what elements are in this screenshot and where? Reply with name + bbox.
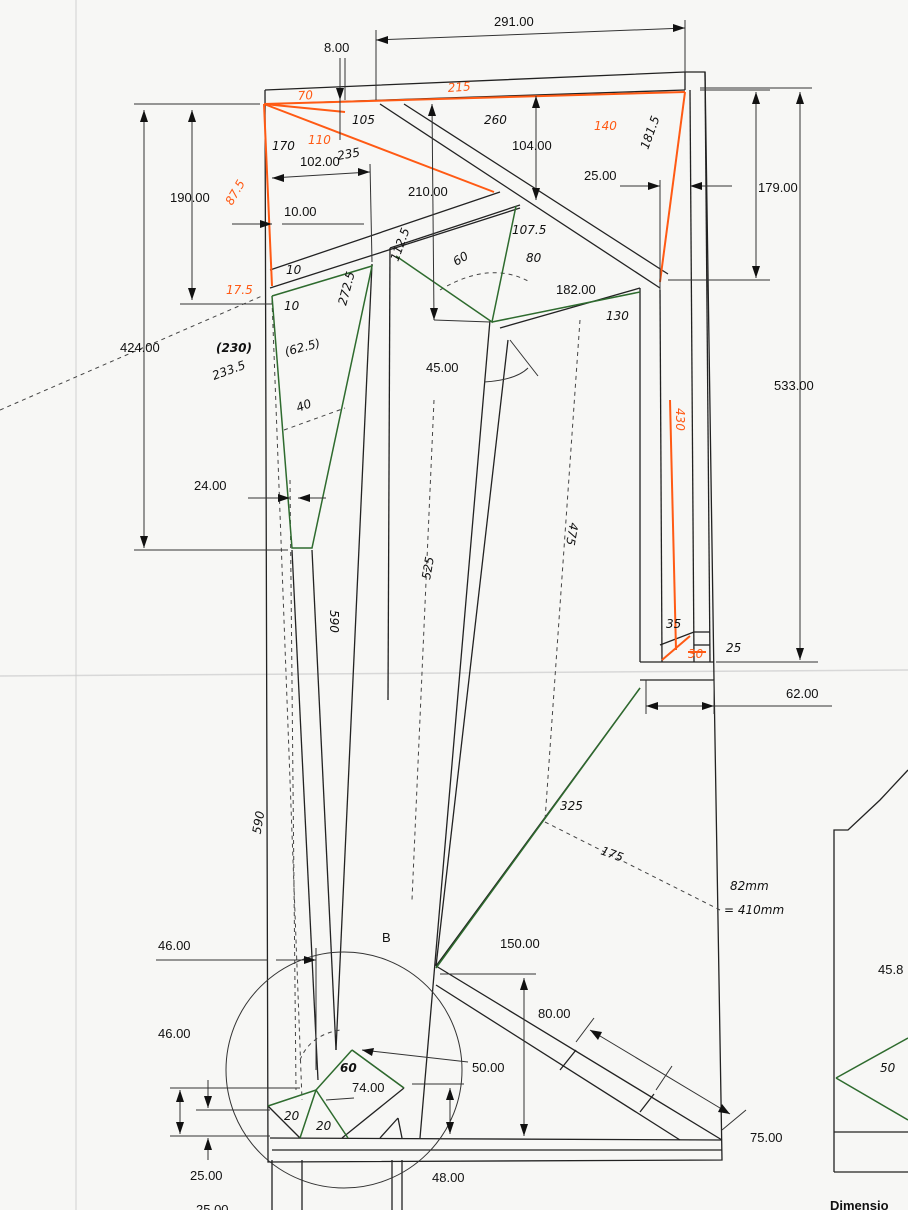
orange-annotations: [263, 91, 706, 661]
hand-325: 325: [560, 799, 583, 813]
dim-diag-span: 80.00: [538, 1006, 571, 1021]
hand-20-a: 20: [284, 1109, 300, 1123]
dim-b-left-height: 46.00: [158, 1026, 191, 1041]
hand-235: 235: [336, 145, 361, 163]
dim-b-inner: 50.00: [472, 1060, 505, 1075]
hand-60: 60: [451, 249, 472, 269]
hand-233-5: 233.5: [210, 358, 247, 383]
hand-87-5: 87.5: [222, 177, 247, 207]
dim-center-height: 210.00: [408, 184, 448, 199]
construction-lines: [0, 272, 721, 1101]
hand-17-5: 17.5: [226, 283, 253, 297]
hand-105: 105: [352, 113, 375, 127]
dim-top-gap: 104.00: [512, 138, 552, 153]
hand-215: 215: [447, 79, 471, 95]
dim-port-width: 102.00: [300, 154, 340, 169]
cabinet-outline: [264, 71, 723, 1210]
hand-130: 130: [606, 309, 629, 323]
adjacent-drawing: [833, 769, 908, 1173]
hand-590-a: 590: [327, 610, 341, 633]
hand-525: 525: [419, 556, 437, 581]
dim-bottom-right: 62.00: [786, 686, 819, 701]
arrowheads: [140, 24, 804, 1150]
dim-right-inner-height: 179.00: [758, 180, 798, 195]
hand-260: 260: [484, 113, 507, 127]
dim-port-thick: 10.00: [284, 204, 317, 219]
dim-angle: 45.00: [426, 360, 459, 375]
dim-b-bottom: 25.00: [190, 1168, 223, 1183]
dim-diag-end: 75.00: [750, 1130, 783, 1145]
hand-107-5: 107.5: [512, 223, 546, 237]
partial-caption: Dimensio: [830, 1198, 889, 1210]
dim-top-width: 291.00: [494, 14, 534, 29]
hand-70: 70: [297, 88, 314, 103]
hand-40: 40: [294, 396, 313, 415]
dim-low-left: 24.00: [194, 478, 227, 493]
dimension-labels: 291.00 8.00 190.00 424.00 179.00 533.00 …: [120, 14, 903, 1210]
hand-410mm: = 410mm: [724, 903, 784, 917]
dim-diag-height: 150.00: [500, 936, 540, 951]
hand-60-b: 60: [340, 1061, 357, 1075]
dim-b-base: 48.00: [432, 1170, 465, 1185]
hand-10-b: 10: [284, 299, 300, 313]
hand-475: 475: [563, 521, 581, 546]
dim-top-offset: 8.00: [324, 40, 349, 55]
dim-mid-panel: 182.00: [556, 282, 596, 297]
hand-50: 50: [880, 1061, 896, 1075]
hand-170: 170: [272, 139, 295, 153]
paper-fold: [0, 669, 908, 677]
green-annotations: [267, 205, 908, 1139]
dim-partial-right: 45.8: [878, 962, 903, 977]
hand-140: 140: [594, 119, 617, 133]
hand-82mm: 82mm: [730, 879, 769, 893]
hand-181-5: 181.5: [638, 114, 663, 151]
hand-175: 175: [599, 844, 625, 865]
dim-right-total-height: 533.00: [774, 378, 814, 393]
hand-110: 110: [308, 133, 331, 147]
hand-30: 30: [688, 647, 704, 661]
hand-20-b: 20: [316, 1119, 332, 1133]
dim-b-left: 46.00: [158, 938, 191, 953]
hand-35: 35: [666, 617, 681, 631]
hand-80: 80: [526, 251, 542, 265]
dim-left-inner-height: 190.00: [170, 190, 210, 205]
dim-b-mid: 74.00: [352, 1080, 385, 1095]
hand-230: (230): [216, 341, 252, 355]
dim-left-total-height: 424.00: [120, 340, 160, 355]
detail-circle-b: [225, 951, 463, 1189]
hand-590-b: 590: [250, 810, 268, 835]
handwritten-labels: 70 215 105 110 170 235 87.5 17.5 10 10 2…: [210, 79, 895, 1133]
hand-25: 25: [726, 641, 741, 655]
dim-right-gap: 25.00: [584, 168, 617, 183]
detail-label: B: [382, 930, 391, 945]
hand-62-5: (62.5): [283, 336, 321, 359]
hand-112-5: 112.5: [388, 226, 413, 263]
dim-cut-partial: 25.00: [196, 1202, 229, 1210]
hand-10-a: 10: [286, 263, 302, 277]
hand-430: 430: [673, 408, 687, 431]
